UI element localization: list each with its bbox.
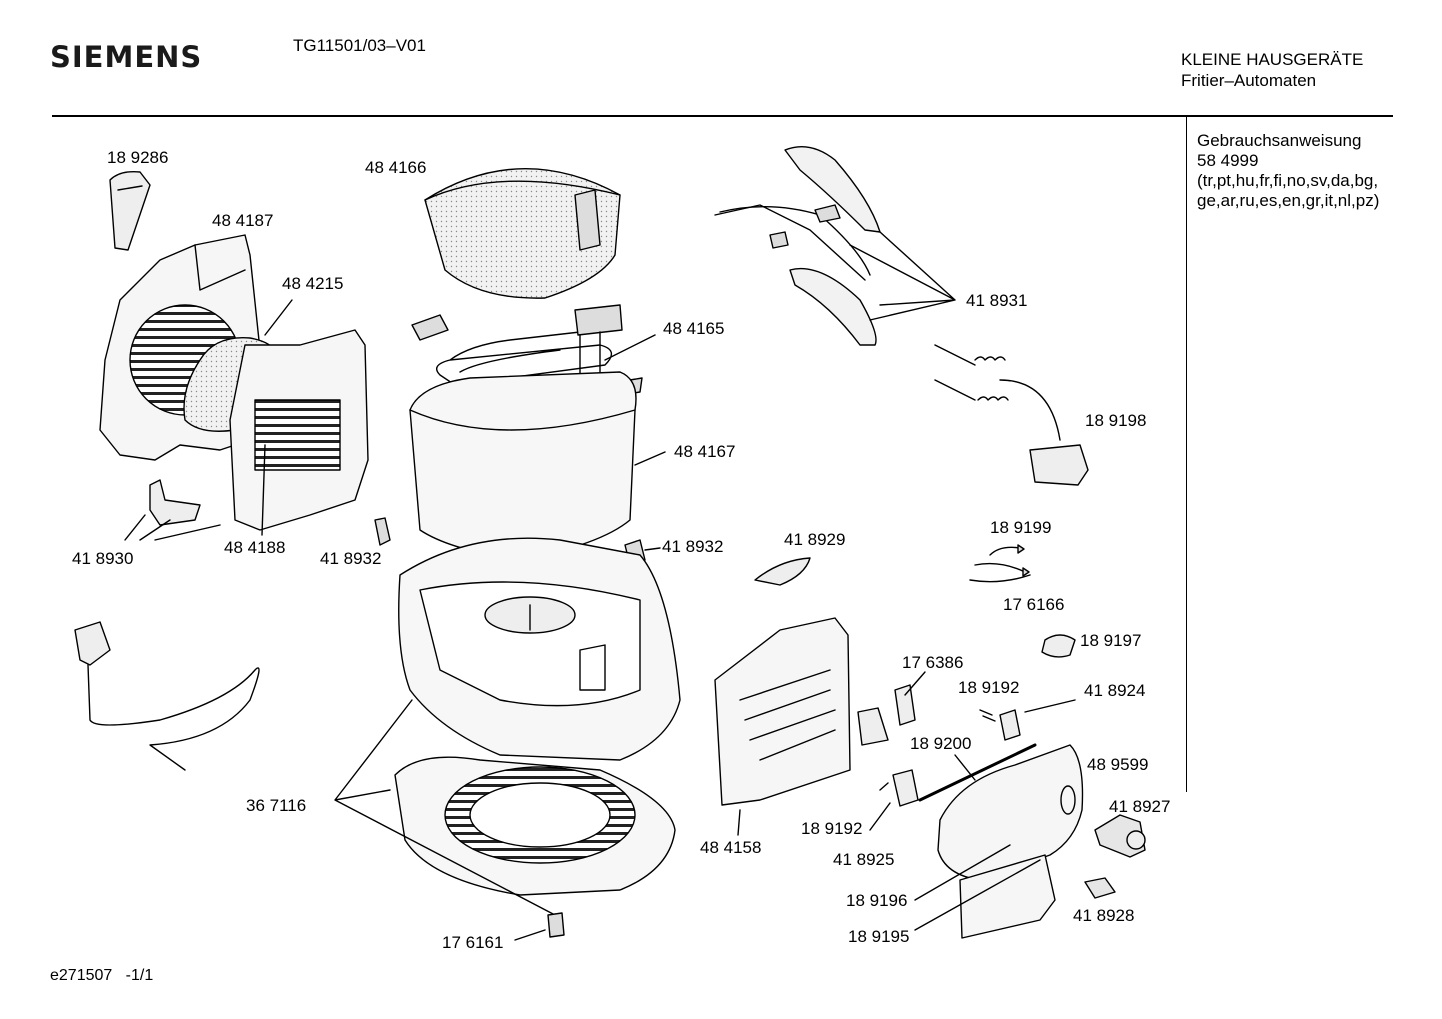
part-label: 17 6386: [902, 653, 964, 672]
part-41-8930: [124, 479, 221, 541]
brand-logo: SIEMENS: [50, 40, 203, 74]
part-36-7116: [334, 699, 676, 916]
part-label: 18 9192: [958, 678, 1020, 697]
part-48-4165: [436, 304, 656, 411]
drawing-id: e271507: [50, 967, 113, 984]
part-label: 18 9195: [848, 927, 910, 946]
part-label: 48 9599: [1087, 755, 1149, 774]
part-label: 41 8932: [662, 537, 724, 556]
part-label: 48 4188: [224, 538, 286, 557]
part-17-6161: [514, 912, 565, 941]
part-label: 18 9286: [107, 148, 169, 167]
part-label: 17 6161: [442, 933, 504, 952]
part-label: 41 8931: [966, 291, 1028, 310]
doc-line: (tr,pt,hu,fr,fi,no,sv,da,bg,: [1197, 171, 1379, 190]
part-48-4167: [409, 371, 666, 561]
part-label: 48 4167: [674, 442, 736, 461]
part-17-6386: [857, 671, 926, 746]
part-41-8924: [999, 699, 1076, 741]
doc-line: ge,ar,ru,es,en,gr,it,nl,pz): [1197, 191, 1380, 210]
category-title: KLEINE HAUSGERÄTE: [1181, 50, 1364, 69]
part-label: 18 9192: [801, 819, 863, 838]
part-48-4188: [229, 329, 369, 536]
header-divider: [52, 115, 1393, 117]
part-housing: [398, 537, 681, 761]
part-label: 18 9197: [1080, 631, 1142, 650]
part-label: 41 8924: [1084, 681, 1146, 700]
doc-line: 58 4999: [1197, 151, 1259, 170]
part-18-9286: [109, 170, 151, 251]
part-18-9197: [1041, 634, 1076, 658]
part-18-9192: [979, 709, 996, 722]
documentation-note: Gebrauchsanweisung 58 4999 (tr,pt,hu,fr,…: [1197, 131, 1379, 211]
part-48-9599: [937, 744, 1084, 939]
part-label: 17 6166: [1003, 595, 1065, 614]
part-label: 18 9200: [910, 734, 972, 753]
part-label: 48 4187: [212, 211, 274, 230]
part-label: 41 8928: [1073, 906, 1135, 925]
doc-line: Gebrauchsanweisung: [1197, 131, 1362, 150]
part-48-4158: [714, 617, 851, 836]
part-label: 41 8927: [1109, 797, 1171, 816]
part-label: 48 4166: [365, 158, 427, 177]
part-label: 41 8929: [784, 530, 846, 549]
part-41-8928: [1084, 877, 1116, 899]
part-48-4166: [424, 168, 621, 299]
part-label: 18 9199: [990, 518, 1052, 537]
part-label: 18 9196: [846, 891, 908, 910]
part-label: 48 4158: [700, 838, 762, 857]
part-label: 41 8925: [833, 850, 895, 869]
part-label: 48 4165: [663, 319, 725, 338]
part-18-9200: [918, 743, 1037, 802]
part-18-9198: [934, 344, 1089, 486]
part-label: 36 7116: [246, 796, 307, 815]
category-subtitle: Fritier–Automaten: [1181, 71, 1317, 90]
model-number: TG11501/03–V01: [293, 36, 426, 55]
part-power-cord: [74, 621, 260, 771]
part-41-8927: [1094, 814, 1146, 858]
footer: e271507 -1/1: [50, 967, 153, 985]
part-18-9199: [969, 544, 1031, 583]
part-41-8929: [754, 557, 811, 586]
part-label: 41 8932: [320, 549, 382, 568]
page-indicator: -1/1: [125, 967, 154, 984]
part-clip: [411, 314, 449, 341]
part-41-8931: [714, 146, 956, 346]
part-41-8925: [869, 769, 919, 831]
sidebar-divider: [1186, 117, 1187, 792]
part-label: 41 8930: [72, 549, 134, 568]
part-label: 48 4215: [282, 274, 344, 293]
part-label: 18 9198: [1085, 411, 1147, 430]
